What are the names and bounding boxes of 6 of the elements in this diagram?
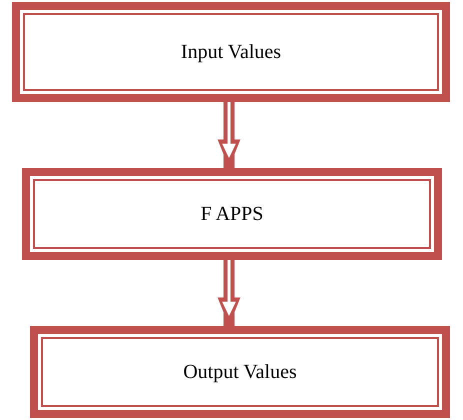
process-box [12, 2, 450, 102]
process-box [30, 326, 450, 418]
box-label: Input Values [180, 40, 282, 64]
process-box [22, 168, 442, 260]
box-label: Output Values [183, 360, 297, 384]
box-label: F APPS [200, 202, 264, 226]
